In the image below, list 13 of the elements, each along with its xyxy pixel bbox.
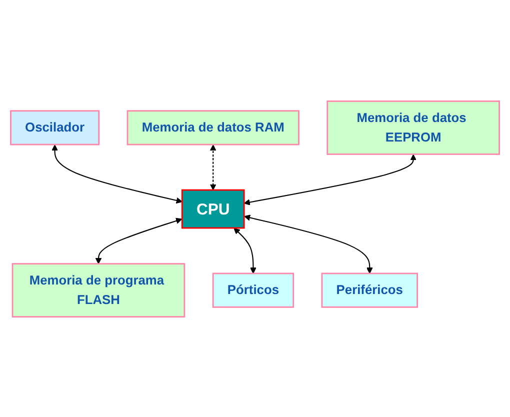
node-box: Memoria de programa FLASH (12, 262, 186, 318)
node-box: Memoria de datos EEPROM (326, 100, 500, 154)
arrow (95, 217, 182, 264)
node-box: Periféricos (321, 272, 418, 308)
arrow (52, 144, 182, 204)
arrow (210, 144, 216, 190)
arrow (234, 227, 256, 274)
arrow (244, 154, 416, 205)
arrow (244, 214, 373, 274)
node-box: CPU (181, 188, 245, 228)
node-box: Pórticos (212, 272, 294, 308)
node-box: Oscilador (10, 110, 100, 145)
node-box: Memoria de datos RAM (126, 110, 300, 145)
